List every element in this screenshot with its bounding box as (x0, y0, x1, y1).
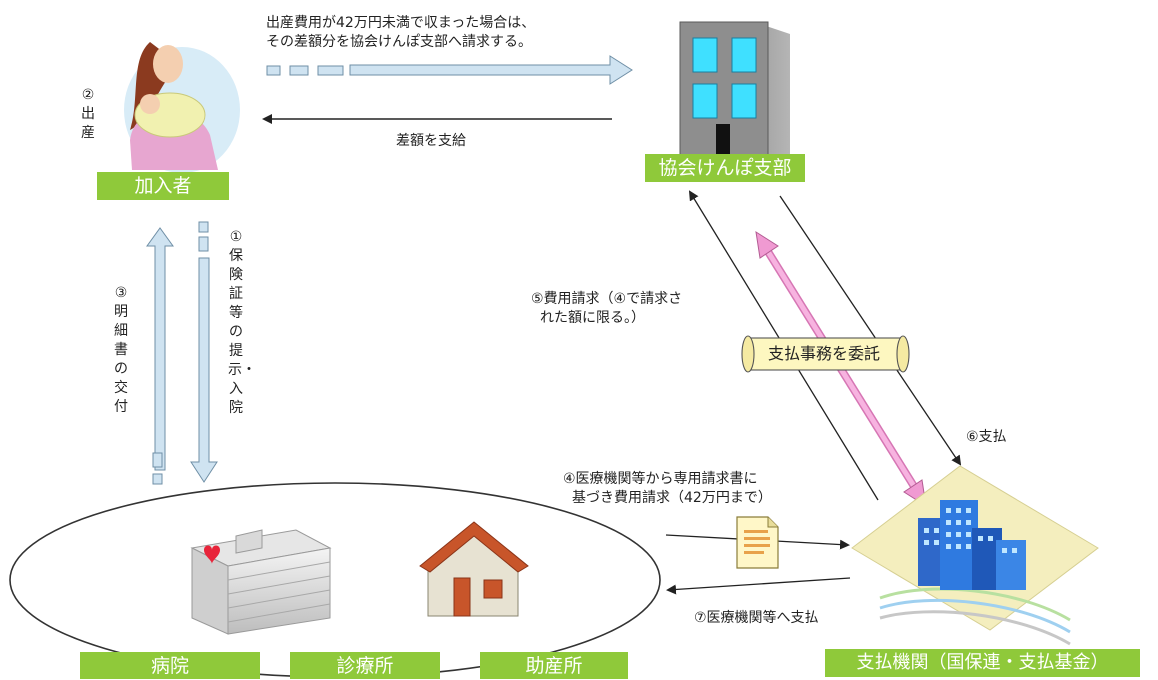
claim-difference-arrow (266, 55, 633, 85)
payer-label: 支払機関（国保連・支払基金） (825, 649, 1140, 677)
outsourcing-scroll (741, 335, 910, 373)
admission-text: ①保険証等の提示・入院 (228, 229, 256, 416)
payment-arrow (779, 195, 962, 466)
birth-text: ②出産 (81, 87, 95, 141)
office-building-icon (679, 21, 790, 158)
outsourcing-text: 支払事務を委託 (768, 344, 881, 363)
document-icon (736, 516, 779, 569)
institution-claim-text-1: ④医療機関等から専用請求書に (563, 471, 758, 487)
hospital-building-icon (190, 529, 332, 635)
cost-claim-text-2: れた額に限る。） (540, 310, 645, 326)
hospital-label: 病院 (80, 652, 260, 679)
claim-difference-text-1: 出産費用が42万円未満で収まった場合は、 (266, 15, 536, 31)
branch-label: 協会けんぽ支部 (645, 154, 805, 182)
city-buildings-icon (851, 465, 1099, 646)
institution-payment-text: ⑦医療機関等へ支払 (694, 610, 819, 626)
payment-text: ⑥支払 (966, 429, 1007, 445)
statement-text: ③明細書の交付 (114, 285, 128, 415)
institution-claim-text-2: 基づき費用請求（42万円まで） (572, 490, 772, 506)
pay-difference-text: 差額を支給 (396, 133, 466, 149)
mother-with-baby-icon (124, 42, 240, 173)
cost-claim-text-1: ⑤費用請求（④で請求さ (531, 291, 683, 307)
house-icon (419, 521, 529, 617)
institutions-oval (9, 482, 661, 678)
claim-difference-text-2: その差額分を協会けんぽ支部へ請求する。 (266, 34, 532, 50)
institution-payment-arrow (666, 577, 851, 595)
midwife-label: 助産所 (480, 652, 628, 679)
admission-arrow (190, 221, 218, 483)
member-label: 加入者 (97, 172, 229, 200)
statement-arrow (146, 227, 174, 471)
clinic-label: 診療所 (290, 652, 440, 679)
